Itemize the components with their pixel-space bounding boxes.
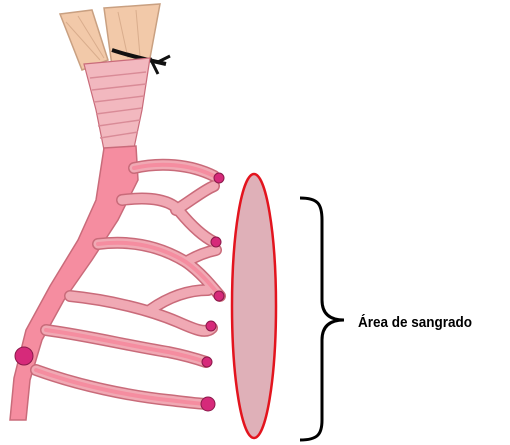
node: [211, 237, 221, 247]
vessel-neck: [84, 58, 150, 150]
bleeding-area: [232, 174, 276, 438]
node: [214, 291, 224, 301]
curly-brace-icon: [300, 198, 344, 440]
bleeding-area-label: Área de sangrado: [358, 314, 472, 331]
node: [206, 321, 216, 331]
node: [214, 173, 224, 183]
node: [202, 357, 212, 367]
node: [15, 347, 33, 365]
node: [201, 397, 215, 411]
